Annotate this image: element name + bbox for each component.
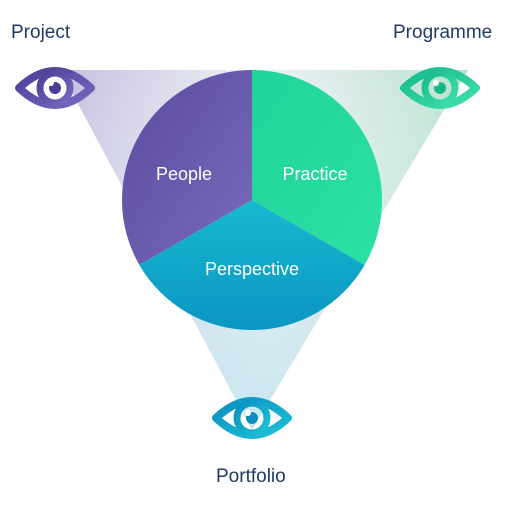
portfolio-eye-icon xyxy=(212,397,292,439)
programme-eye-icon xyxy=(400,67,480,109)
practice-label: Practice xyxy=(282,164,347,184)
perspective-label: Perspective xyxy=(205,259,299,279)
people-label: People xyxy=(156,164,212,184)
perspective-segment xyxy=(139,200,365,331)
project-label: Project xyxy=(11,22,71,43)
programme-label: Programme xyxy=(393,22,493,43)
people-segment xyxy=(121,70,252,265)
project-eye-icon xyxy=(15,67,95,109)
practice-segment xyxy=(252,70,383,265)
portfolio-label: Portfolio xyxy=(216,466,286,487)
